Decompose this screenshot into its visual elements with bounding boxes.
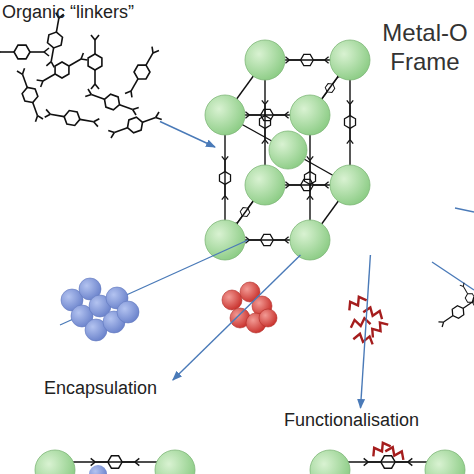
linker-molecules (0, 12, 163, 141)
illustration-group: Encapsulation (30, 380, 200, 474)
illustration-group: Functionalisation (280, 408, 455, 474)
connector-arrow (361, 255, 371, 408)
illustration-group: Metal-O Frame (215, 15, 474, 255)
connector-arrow (160, 122, 215, 148)
functionalised-mof (310, 440, 465, 474)
functional-groups (346, 294, 388, 344)
guest-cluster-red (222, 282, 277, 333)
node-heading: Encapsulation (44, 378, 200, 400)
node-heading: Functionalisation (284, 410, 454, 432)
side-molecule (437, 282, 474, 329)
illustration-group: Organic “linkers” (0, 0, 160, 135)
connector-arrow (173, 255, 301, 380)
node-heading: Organic “linkers” (2, 2, 160, 24)
node-heading: Metal-O Frame (375, 19, 474, 77)
guest-cluster-blue (61, 278, 139, 341)
mof-framework (205, 40, 370, 260)
encapsulated-mof (35, 450, 195, 474)
side-arrows (432, 208, 474, 290)
